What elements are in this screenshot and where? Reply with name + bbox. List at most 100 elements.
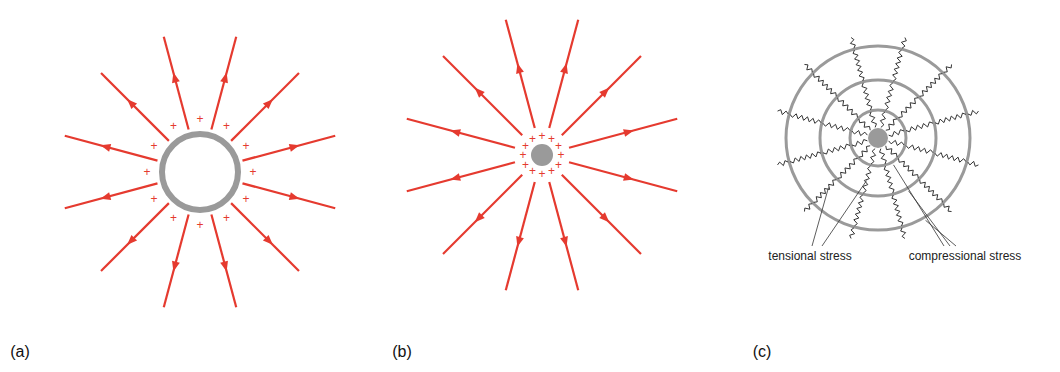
charge-sign: + [170,211,177,225]
stress-label: tensional stress [768,249,851,263]
equipotential-ring [820,80,936,196]
leader-line [926,220,957,246]
field-line [549,182,578,290]
arrow-head [220,73,228,84]
field-line [101,73,169,141]
spring-line [920,180,943,203]
spring-line [935,113,966,124]
spring-line [906,145,933,153]
spring-line [852,131,867,136]
charge-sign: + [538,167,545,181]
charge-sign: + [522,139,529,153]
point-charge [531,144,553,166]
arrow-head [220,261,228,272]
field-line [443,56,522,135]
spring-line [823,123,850,131]
leader-line [822,181,867,246]
spring-line [901,38,906,49]
arrow-head [127,235,137,245]
spring-line [899,159,919,179]
field-line [506,20,535,128]
charge-sign: + [555,139,562,153]
charged-ring [162,134,238,210]
arrow-head [560,236,568,247]
arrow-head [172,73,180,84]
spring-line [901,228,906,239]
equipotential-ring [786,46,970,230]
spring-line [880,112,885,127]
charge-sign: + [548,164,555,178]
field-line [101,203,169,271]
charge-sign: + [529,132,536,146]
field-line [407,162,515,191]
charge-sign: + [538,129,545,143]
arrow-head [599,88,609,98]
spring-line [935,153,966,163]
spring-line [838,98,858,118]
spring-line [893,50,903,81]
spring-line [778,110,789,115]
spring-line [853,50,864,81]
arrow-head [263,99,273,109]
arrow-head [560,63,568,74]
stress-model [778,38,979,246]
field-line [569,119,677,148]
spring-line [899,98,919,118]
field-line [243,183,336,208]
arrow-head [172,261,180,272]
panel-label: (b) [392,343,412,361]
charge-sign: + [143,165,150,179]
spring-line [804,204,812,212]
arrow-head [101,192,112,200]
arrow-head [623,173,634,181]
equipotential-ring [850,110,906,166]
arrow-head [263,235,273,245]
arrow-head [127,99,137,109]
field-line [407,119,515,148]
field-line [506,182,535,290]
field-line [65,183,158,208]
panel-label: (c) [753,343,772,361]
field-line [164,37,189,130]
center-charge [868,128,888,148]
charge-sign: + [151,139,158,153]
charge-sign: + [529,164,536,178]
spring-line [886,146,897,157]
charge-sign: + [548,132,555,146]
spring-line [889,140,904,145]
charge-sign: + [196,112,203,126]
leader-line [894,165,945,246]
spring-line [859,119,870,130]
spring-line [790,152,821,163]
spring-line [804,64,812,72]
panel-label: (a) [10,343,30,361]
arrow-head [516,63,524,74]
charge-sign: + [151,192,158,206]
spring-line [920,74,943,97]
field-line [243,136,336,161]
arrow-head [599,212,609,222]
arrow-head [516,236,524,247]
charge-sign: + [242,139,249,153]
spring-line [854,195,864,226]
arrow-head [623,129,634,137]
spring-line [862,83,872,110]
charge-sign: + [242,192,249,206]
spring-line [823,144,850,154]
spring-line [790,114,821,124]
ring-field [65,37,335,307]
spring-line [838,159,858,179]
spring-line [880,149,887,164]
arrow-head [450,129,461,137]
field-line [562,175,641,254]
arrow-head [450,173,461,181]
charge-sign: + [249,165,256,179]
spring-line [968,161,979,166]
leader-line [812,187,829,246]
charge-sign: + [223,119,230,133]
spring-line [884,166,894,193]
field-line [164,215,189,308]
spring-line [871,149,876,164]
spring-line [885,83,893,110]
